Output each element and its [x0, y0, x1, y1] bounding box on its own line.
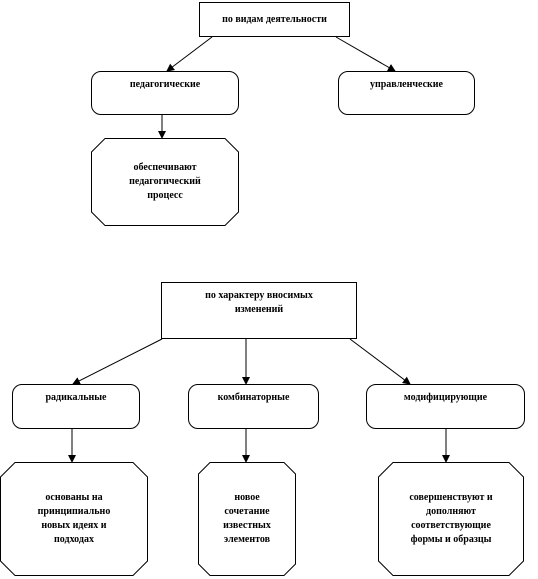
leaf-modifying: совершенствуют и дополняют соответствующ…: [378, 462, 524, 576]
root-change-character: по характеру вносимых изменений: [161, 282, 357, 339]
leaf-radical: основаны на принципиально новых идеях и …: [0, 462, 148, 576]
arrow-root2-to-modifying: [349, 338, 411, 385]
leaf-combinatorial-shape: [198, 462, 296, 576]
leaf-radical-shape: [0, 462, 148, 576]
leaf-modifying-label: совершенствуют и дополняют соответствующ…: [409, 492, 493, 545]
arrow-root2-to-radical: [72, 338, 163, 385]
root-activity-types-label: по видам деятельности: [222, 13, 327, 25]
node-pedagogical: педагогические: [91, 71, 239, 115]
leaf-modifying-shape: [378, 462, 524, 576]
arrow-root1-to-managerial: [335, 36, 396, 72]
arrow-root1-to-pedagogical: [166, 36, 213, 72]
node-managerial-label: управленческие: [369, 79, 443, 90]
node-radical-label: радикальные: [45, 392, 107, 403]
node-modifying-label: модифицирующие: [403, 392, 488, 403]
leaf-combinatorial-label: новое сочетание известных элементов: [223, 492, 271, 545]
leaf-pedagogical-label: обеспечивают педагогический процесс: [129, 162, 201, 201]
node-modifying: модифицирующие: [366, 384, 525, 429]
leaf-pedagogical-shape: [91, 138, 239, 226]
node-combinatorial-label: комбинаторные: [217, 392, 290, 403]
leaf-pedagogical: обеспечивают педагогический процесс: [91, 138, 239, 226]
node-combinatorial: комбинаторные: [188, 384, 319, 429]
leaf-radical-label: основаны на принципиально новых идеях и …: [37, 492, 111, 545]
root-change-character-label: по характеру вносимых изменений: [205, 290, 313, 315]
root-activity-types: по видам деятельности: [199, 2, 350, 37]
node-pedagogical-label: педагогические: [129, 79, 201, 90]
leaf-combinatorial: новое сочетание известных элементов: [198, 462, 296, 576]
node-radical: радикальные: [12, 384, 140, 429]
node-managerial: управленческие: [338, 71, 475, 115]
